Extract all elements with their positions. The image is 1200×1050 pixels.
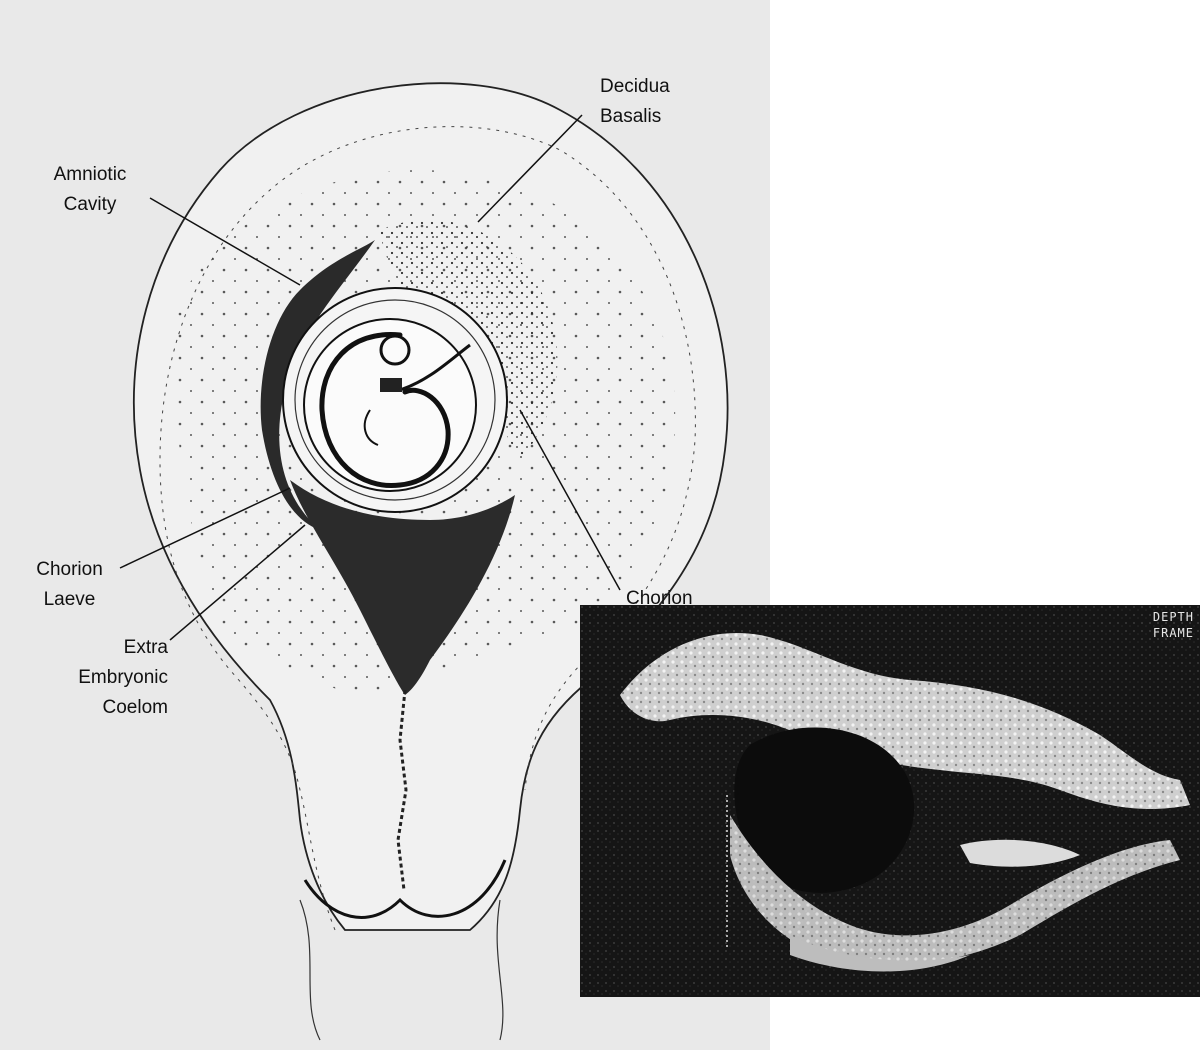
amnion: [304, 319, 476, 491]
label-chorion-partial: Chorion: [626, 585, 736, 607]
ultrasound-image: DEPTH FRAME: [580, 605, 1200, 997]
ultrasound-echoes: [580, 605, 1200, 997]
label-extra-embryonic-coelom: Extra Embryonic Coelom: [28, 633, 168, 723]
ultrasound-overlay-text: DEPTH FRAME: [1153, 609, 1194, 641]
label-decidua-basalis: Decidua Basalis: [600, 72, 720, 132]
label-chorion-laeve: Chorion Laeve: [12, 555, 127, 615]
label-amniotic-cavity: Amniotic Cavity: [25, 160, 155, 220]
